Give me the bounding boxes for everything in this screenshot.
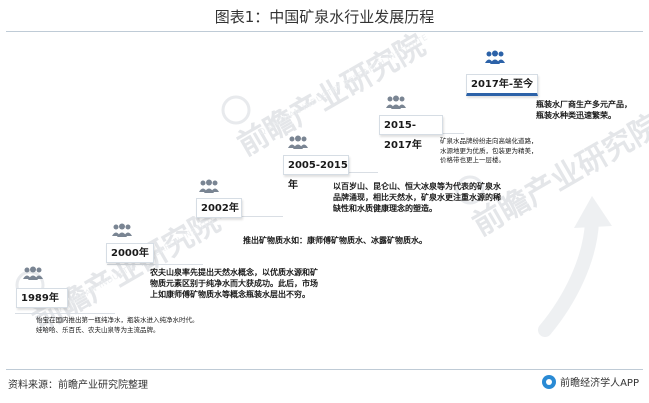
people-icon	[485, 50, 505, 64]
year-label-2015-2017: 2015-2017年	[379, 115, 443, 151]
description-line: 瓶装水厂商生产多元产品，	[536, 100, 632, 109]
stage-2017-now-description: 瓶装水厂商生产多元产品， 瓶装水种类迅速繁荣。	[536, 99, 646, 121]
description-line: 水源地更为优质，包装更为精美，	[440, 146, 538, 155]
stage-2015-2017-description: 矿泉水品牌纷纷走向高端化道路， 水源地更为优质，包装更为精美， 价格带也更上一层…	[440, 137, 590, 166]
footer-brand: 前瞻经济学人APP	[542, 374, 639, 389]
year-label-2005-2015: 2005-2015年	[283, 155, 349, 191]
description-line: 上如康师傅矿物质水等概念瓶装水层出不穷。	[150, 290, 310, 299]
year-label-1989: 1989年	[16, 288, 68, 308]
step-line	[107, 264, 203, 265]
chart-title: 图表1：中国矿泉水行业发展历程	[214, 8, 435, 26]
description-line: 物质元素区别于纯净水而大获成功。此后，市场	[150, 279, 318, 288]
description-line: 品牌涌现，相比天然水，矿泉水更注重水源的稀	[333, 193, 501, 202]
year-label-2017-now: 2017年-至今	[466, 74, 538, 96]
description-line: 矿泉水品牌纷纷走向高端化道路，	[440, 137, 538, 145]
description-line: 瓶装水种类迅速繁荣。	[536, 111, 616, 120]
description-line: 娃哈哈、乐百氏、农夫山泉等为主流品牌。	[36, 325, 160, 334]
stage-2002-description: 推出矿物质水如：康师傅矿物质水、冰露矿物质水。	[243, 235, 483, 246]
description-line: 怡宝在国内推出第一瓶纯净水，瓶装水进入纯净水时代。	[36, 316, 199, 324]
background-arrow-head	[574, 196, 612, 228]
footer-divider	[6, 369, 643, 370]
people-icon	[199, 179, 219, 193]
title-divider	[6, 31, 643, 32]
footer-brand-text: 前瞻经济学人APP	[560, 378, 639, 389]
year-label-2000: 2000年	[106, 243, 154, 263]
people-icon	[23, 266, 43, 280]
year-label-2002: 2002年	[196, 198, 242, 218]
people-icon	[112, 223, 132, 237]
description-line: 推出矿物质水如：康师傅矿物质水、冰露矿物质水。	[243, 236, 427, 245]
description-line: 农夫山泉率先提出天然水概念，以优质水源和矿	[150, 268, 318, 277]
source-note: 资料来源：前瞻产业研究院整理	[8, 380, 148, 391]
description-line: 缺性和水质健康理念的塑造。	[333, 204, 437, 213]
brand-logo-icon	[542, 374, 557, 389]
stage-2000-description: 农夫山泉率先提出天然水概念，以优质水源和矿 物质元素区别于纯净水而大获成功。此后…	[150, 267, 390, 300]
step-line	[15, 313, 115, 314]
people-icon	[288, 135, 308, 149]
stage-1989-description: 怡宝在国内推出第一瓶纯净水，瓶装水进入纯净水时代。 娃哈哈、乐百氏、农夫山泉等为…	[36, 316, 286, 335]
description-line: 以百岁山、昆仑山、恒大冰泉等为代表的矿泉水	[333, 182, 501, 191]
description-line: 价格带也更上一层楼。	[440, 156, 505, 164]
people-icon	[386, 95, 406, 109]
background-arrow	[538, 215, 599, 337]
stage-2005-2015-description: 以百岁山、昆仑山、恒大冰泉等为代表的矿泉水 品牌涌现，相比天然水，矿泉水更注重水…	[333, 181, 563, 214]
